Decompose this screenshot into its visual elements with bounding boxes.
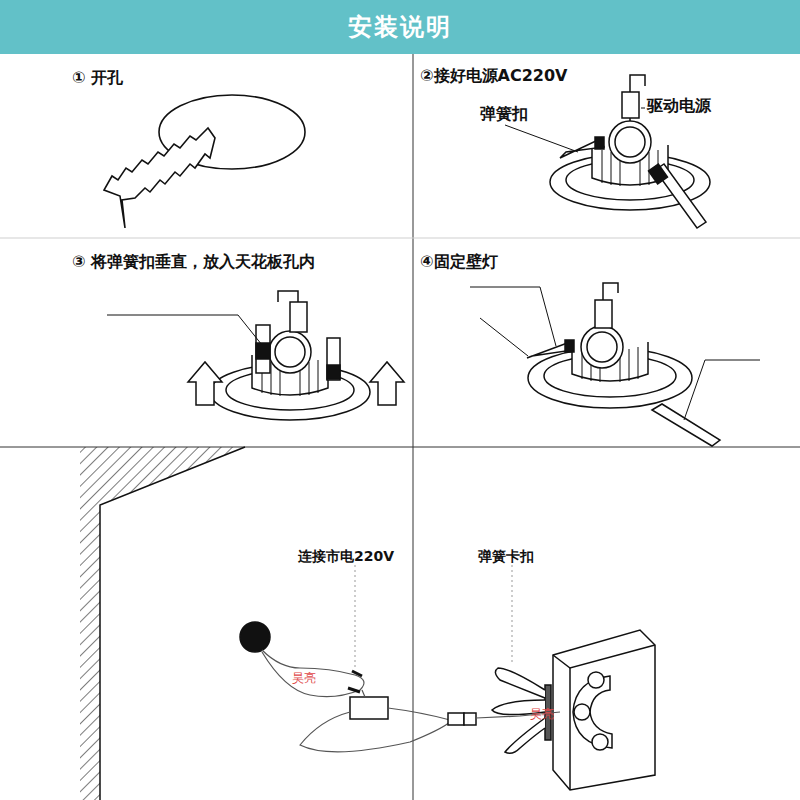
hole-cutting [104,95,305,228]
spring-clip [327,338,340,380]
leader-line [512,565,513,665]
box-edge [569,668,571,790]
line-art [309,362,310,395]
leader-line [470,287,556,346]
wire [300,690,450,752]
spring-mark [256,343,270,359]
line-art [649,152,650,185]
driver-box [350,697,388,719]
driver-box [622,92,639,118]
wire [355,675,364,690]
saw [104,128,215,228]
spring-mark [595,137,604,149]
spring-clip [256,325,270,373]
part-label: 连接市电220V [298,548,394,566]
downlight-step3 [107,291,404,420]
step-heading: ① 开孔 [72,68,123,89]
leader-line [355,565,356,668]
downlight-step4 [470,283,760,446]
ceiling-line [480,318,528,356]
mount-box [476,565,655,790]
leader-line [107,315,262,345]
plug-connector [464,713,476,725]
wall-hatch [80,447,245,800]
line-art [318,360,319,393]
screw-hole [588,672,604,688]
leader-line [641,108,645,109]
lamp-socket-inner [275,337,305,367]
line-art [611,152,612,185]
part-label: 弹簧扣 [480,104,528,125]
wall-edge [100,447,245,800]
watermark: 昊亮 [292,670,316,687]
power-wire [629,118,631,121]
plug-connector [448,713,464,725]
line-art [638,347,639,379]
lamp-socket [269,331,311,373]
spring-clip [495,668,545,698]
divider-line [0,238,800,239]
spring-clip [652,404,720,446]
lamp-socket [581,326,623,368]
step-heading: ③ 将弹簧扣垂直，放入天花板孔内 [72,252,315,273]
spring-mark [648,164,667,184]
spring-mark [327,365,340,379]
wire [262,652,360,697]
line-art [629,349,630,381]
wall-scene [80,447,476,800]
panel-grid [0,54,800,800]
power-wire [630,75,645,92]
driver-box [595,300,612,328]
lamp-socket-inner [615,127,645,157]
part-label: 弹簧卡扣 [478,548,534,566]
box-outline [553,630,655,790]
power-wire [603,283,618,300]
up-arrow [370,362,404,405]
leader-line [505,125,578,152]
watermark: 昊亮 [530,706,554,723]
spring-clip [505,718,545,753]
ceiling-line [684,360,760,420]
divider-line [413,54,414,800]
part-label: 驱动电源 [647,96,711,117]
spring-mark [565,340,574,352]
power-wire [278,291,298,302]
downlight-step2 [505,75,710,228]
step-heading: ④固定壁灯 [420,252,498,273]
box-edge [553,645,655,668]
driver-box [290,302,307,332]
screw-hole [592,734,608,750]
screw-hole [574,704,590,720]
step-heading: ②接好电源AC220V [420,66,567,87]
wire-connector [348,671,362,692]
up-arrow [188,362,222,405]
lamp-socket-inner [587,332,617,362]
page-title: 安装说明 [0,0,800,54]
line-art [602,150,603,183]
lamp-socket [609,121,651,163]
lamp-head [240,622,270,652]
